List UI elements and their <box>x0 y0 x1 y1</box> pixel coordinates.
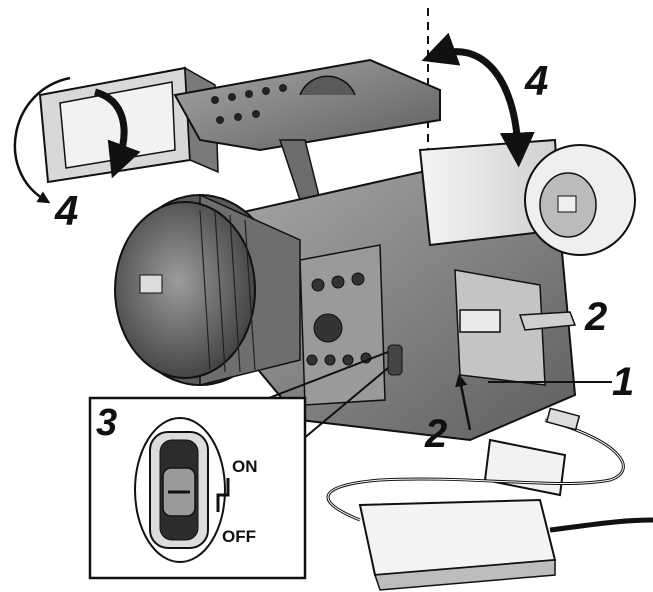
callout-step-2-top: 2 <box>584 295 607 339</box>
callout-step-2-bottom: 2 <box>424 412 447 456</box>
switch-off-label: OFF <box>222 527 256 546</box>
viewfinder-rotate-arrow <box>421 32 535 168</box>
battery-slot <box>459 309 501 333</box>
lcd-flip-arrow <box>93 88 141 179</box>
switch-on-label: ON <box>232 457 258 476</box>
lens-barrel <box>114 193 301 386</box>
power-switch-inset <box>88 396 307 580</box>
battery-insert-arrow <box>455 373 472 431</box>
ac-adapter <box>358 498 557 591</box>
callout-step-3: 3 <box>96 402 117 444</box>
dc-plug <box>545 407 581 431</box>
battery-pack-bottom <box>483 438 567 497</box>
dc-cable-inner <box>327 419 624 521</box>
battery-pack-top <box>518 311 577 331</box>
callout-step-4-left: 4 <box>54 187 78 234</box>
callout-step-1: 1 <box>612 360 634 404</box>
callout-step-4-top: 4 <box>524 57 548 104</box>
lcd-rotate-arrow-left <box>13 76 71 204</box>
ac-power-cord <box>549 517 653 533</box>
